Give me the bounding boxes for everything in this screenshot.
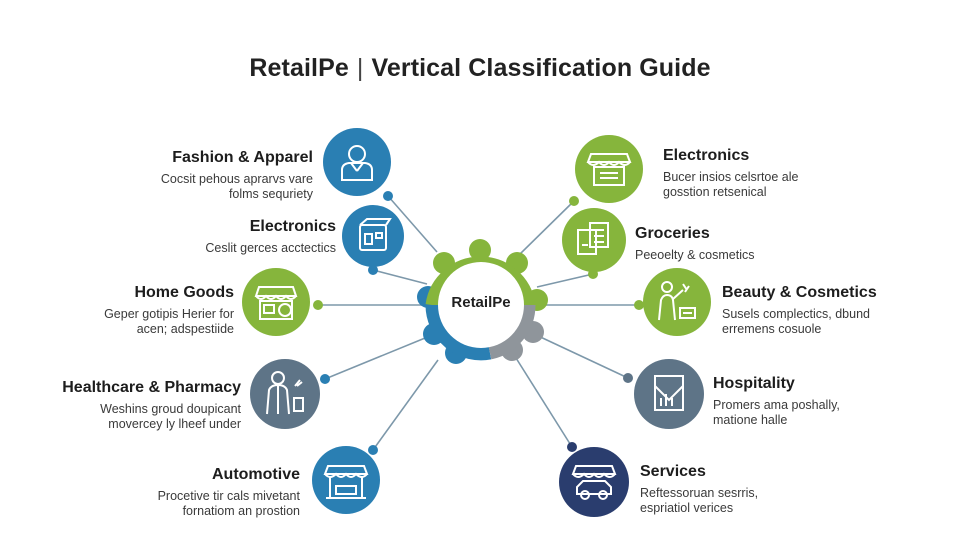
dot (368, 445, 378, 455)
connector-services (515, 357, 573, 448)
label-electronics-right: Electronics Bucer insios celsrtoe ale go… (663, 146, 843, 200)
dot (383, 191, 393, 201)
hub-arc-blue (425, 304, 492, 361)
label-desc: Procetive tir cals mivetant fornatiom an… (157, 489, 300, 518)
label-desc: Bucer insios celsrtoe ale gosstion retse… (663, 170, 799, 199)
label-name: Services (640, 463, 706, 480)
stylist-icon (643, 268, 711, 336)
connector-electronics-right (518, 200, 575, 256)
connector-electronics-left (372, 269, 428, 285)
title-separator: | (356, 54, 364, 82)
label-desc: Susels complectics, dbund erremens cosuo… (722, 307, 870, 336)
label-name: Electronics (663, 147, 750, 164)
label-name: Groceries (635, 225, 710, 242)
label-name: Fashion & Apparel (172, 149, 313, 166)
label-hospitality: Hospitality Promers ama poshally, mation… (713, 374, 913, 428)
label-healthcare-pharmacy: Healthcare & Pharmacy Weshins groud doup… (0, 378, 241, 432)
connector-groceries (536, 273, 594, 288)
connector-healthcare (324, 335, 431, 380)
hub-arc-gray (488, 304, 536, 360)
label-electronics-left: Electronics Ceslit gerces acctectics (36, 217, 336, 256)
label-name: Healthcare & Pharmacy (62, 379, 241, 396)
label-name: Home Goods (134, 284, 234, 301)
label-desc: Weshins groud doupicant movercey ly lhee… (100, 402, 241, 431)
connector-hospitality (533, 333, 629, 379)
device-icon (342, 205, 404, 267)
label-services: Services Reftessoruan sesrris, espriatio… (640, 462, 840, 516)
label-desc: Geper gotipis Herier for acen; adspestii… (104, 307, 234, 336)
page-title: RetailPe|Vertical Classification Guide (0, 54, 960, 83)
pharmacist-icon (250, 359, 320, 429)
storefront-icon (242, 268, 310, 336)
label-desc: Reftessoruan sesrris, espriatiol verices (640, 486, 759, 515)
label-beauty-cosmetics: Beauty & Cosmetics Susels complectics, d… (722, 283, 922, 337)
dot (313, 300, 323, 310)
hub-bump (469, 239, 491, 261)
label-automotive: Automotive Procetive tir cals mivetant f… (0, 465, 300, 519)
dot (623, 373, 633, 383)
label-desc: Peeoelty & cosmetics (635, 248, 755, 262)
label-name: Hospitality (713, 375, 795, 392)
title-brand: RetailPe (249, 54, 349, 82)
title-text: Vertical Classification Guide (371, 54, 711, 82)
connector-automotive (372, 359, 439, 451)
label-desc: Promers ama poshally, matione halle (713, 398, 840, 427)
hotel-icon (634, 359, 704, 429)
hub (417, 239, 548, 364)
dot (368, 265, 378, 275)
dot (634, 300, 644, 310)
market-stall-icon (312, 446, 380, 514)
label-desc: Ceslit gerces acctectics (205, 241, 336, 255)
documents-icon (562, 208, 626, 272)
connector-fashion (387, 195, 438, 253)
shop-icon (575, 135, 643, 203)
hub-center (438, 262, 524, 348)
label-name: Beauty & Cosmetics (722, 284, 877, 301)
label-desc: Cocsit pehous aprarvs vare folms sequrie… (160, 172, 313, 201)
label-name: Automotive (212, 466, 300, 483)
label-fashion-apparel: Fashion & Apparel Cocsit pehous aprarvs … (13, 148, 313, 202)
dot (569, 196, 579, 206)
label-home-goods: Home Goods Geper gotipis Herier for acen… (0, 283, 234, 337)
car-service-icon (559, 447, 629, 517)
hub-label: RetailPe (451, 294, 511, 311)
dot (320, 374, 330, 384)
label-groceries: Groceries Peeoelty & cosmetics (635, 224, 835, 263)
connector-dots (313, 191, 644, 455)
dot (567, 442, 577, 452)
label-name: Electronics (249, 218, 336, 235)
person-icon (323, 128, 391, 196)
connectors (318, 195, 639, 451)
